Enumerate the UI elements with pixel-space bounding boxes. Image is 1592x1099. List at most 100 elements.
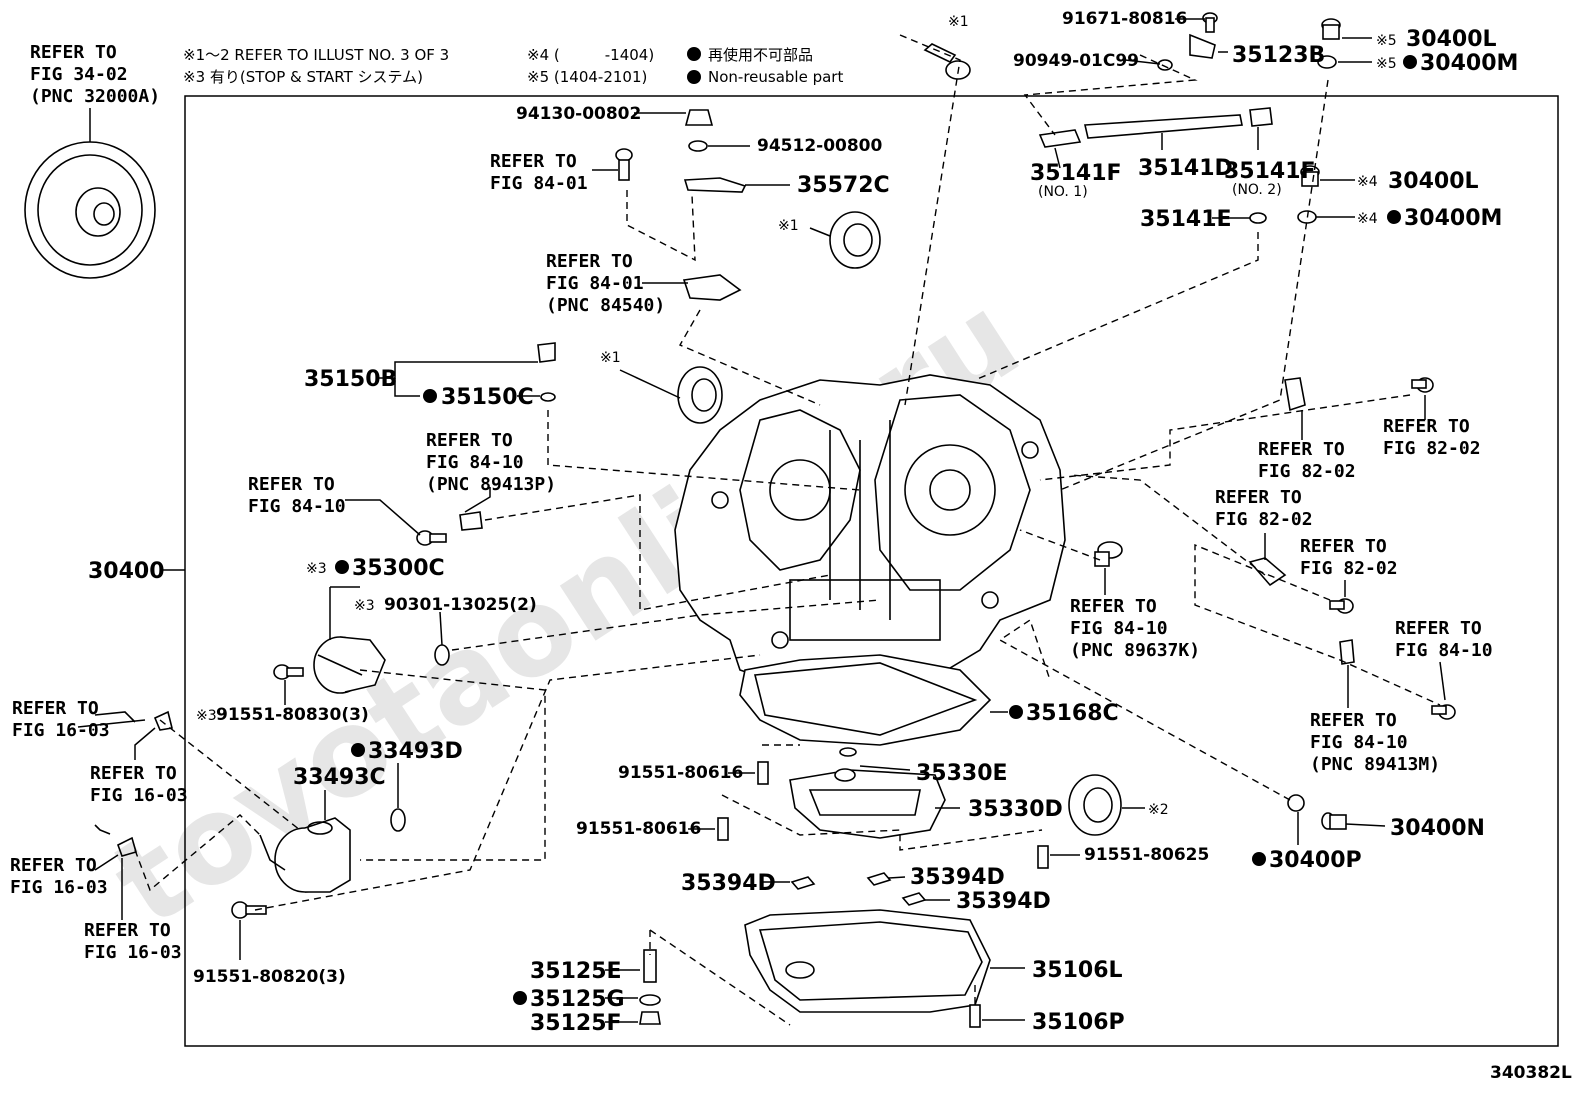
- part-label[interactable]: 35123B: [1232, 43, 1325, 68]
- legend-dot-icon: [687, 70, 701, 84]
- ref-fig-82-02[interactable]: REFER TO FIG 82-02: [1383, 416, 1481, 459]
- leader-lines: [77, 18, 1446, 1023]
- ref-fig-84-10-89413p[interactable]: REFER TO FIG 84-10 (PNC 89413P): [426, 430, 556, 495]
- part-label[interactable]: 35125E: [530, 959, 622, 984]
- refer-labels: REFER TO FIG 84-01 REFER TO FIG 84-01 (P…: [10, 151, 1493, 963]
- part-label[interactable]: 30400N: [1390, 816, 1485, 841]
- part-label[interactable]: 35300C: [352, 556, 445, 581]
- ref-torque-converter[interactable]: REFER TO FIG 34-02 (PNC 32000A): [30, 42, 160, 107]
- ref-fig-16-03[interactable]: REFER TO FIG 16-03: [10, 855, 108, 898]
- ref-line: FIG 34-02: [30, 64, 128, 85]
- part-label[interactable]: 35150B: [304, 367, 397, 392]
- svg-text:FIG 84-01: FIG 84-01: [546, 273, 644, 294]
- part-label[interactable]: 35106P: [1032, 1010, 1125, 1035]
- non-reusable-dot-icon: [351, 743, 365, 757]
- svg-text:REFER TO: REFER TO: [1310, 710, 1397, 731]
- oil-seal-icon: [829, 211, 881, 269]
- sensor-icon: [459, 511, 483, 531]
- part-label[interactable]: 90949-01C99: [1013, 51, 1139, 71]
- part-label[interactable]: 35168C: [1026, 701, 1119, 726]
- part-label[interactable]: 35141E: [1140, 207, 1232, 232]
- svg-text:REFER TO: REFER TO: [10, 855, 97, 876]
- svg-text:FIG 84-10: FIG 84-10: [426, 452, 524, 473]
- note-stop-start: ※3 有り(STOP & START システム): [183, 68, 423, 86]
- bolt-icon: [416, 530, 447, 546]
- mark: ※5: [1376, 56, 1397, 72]
- part-label[interactable]: 30400L: [1388, 169, 1479, 194]
- part-label[interactable]: 35125G: [530, 987, 625, 1012]
- svg-text:REFER TO: REFER TO: [546, 251, 633, 272]
- bearing-icon: [1068, 774, 1122, 836]
- part-label[interactable]: 35141F: [1030, 161, 1122, 186]
- bolt-icon: [1037, 845, 1049, 869]
- nut-icon: [684, 109, 714, 126]
- legend-jp: 再使用不可部品: [708, 46, 813, 64]
- part-label[interactable]: 35330D: [968, 797, 1063, 822]
- bolt-icon: [969, 1004, 981, 1028]
- part-label[interactable]: 35141D: [1138, 156, 1233, 181]
- ref-line: REFER TO: [30, 42, 117, 63]
- note-range-4: ※4 ( -1404): [527, 46, 654, 64]
- part-label[interactable]: 35106L: [1032, 958, 1123, 983]
- part-label[interactable]: 91551-80820(3): [193, 967, 346, 987]
- part-label[interactable]: 94130-00802: [516, 104, 641, 124]
- bracket-icon: [1189, 33, 1216, 59]
- svg-text:FIG 84-10: FIG 84-10: [1070, 618, 1168, 639]
- svg-text:FIG 82-02: FIG 82-02: [1215, 509, 1313, 530]
- part-label[interactable]: 90301-13025(2): [384, 595, 537, 615]
- part-label[interactable]: 30400L: [1406, 27, 1497, 52]
- bracket-icon: [1248, 557, 1287, 587]
- svg-text:REFER TO: REFER TO: [426, 430, 513, 451]
- part-label[interactable]: 91551-80830(3): [216, 705, 369, 725]
- ref-fig-84-10[interactable]: REFER TO FIG 84-10: [248, 474, 346, 517]
- oil-seal-icon: [677, 366, 723, 424]
- o-ring-icon: [434, 644, 450, 666]
- connector-icon: [1157, 59, 1173, 71]
- part-label[interactable]: 35394D: [910, 865, 1005, 890]
- svg-text:REFER TO: REFER TO: [248, 474, 335, 495]
- part-label[interactable]: 33493C: [293, 765, 386, 790]
- part-label[interactable]: 35150C: [441, 385, 534, 410]
- ref-fig-82-02[interactable]: REFER TO FIG 82-02: [1215, 487, 1313, 530]
- ref-fig-84-01[interactable]: REFER TO FIG 84-01: [490, 151, 588, 194]
- part-label[interactable]: 35125F: [530, 1011, 622, 1036]
- svg-text:FIG 16-03: FIG 16-03: [10, 877, 108, 898]
- svg-text:FIG 82-02: FIG 82-02: [1300, 558, 1398, 579]
- ref-fig-16-03[interactable]: REFER TO FIG 16-03: [90, 763, 188, 806]
- non-reusable-dot-icon: [1403, 55, 1417, 69]
- part-label[interactable]: 35330E: [916, 761, 1008, 786]
- ref-fig-82-02[interactable]: REFER TO FIG 82-02: [1258, 439, 1356, 482]
- part-label[interactable]: 94512-00800: [757, 136, 883, 156]
- part-label[interactable]: 30400: [88, 559, 165, 584]
- ref-fig-82-02[interactable]: REFER TO FIG 82-02: [1300, 536, 1398, 579]
- o-ring-icon: [390, 808, 406, 832]
- part-label[interactable]: 91551-80625: [1084, 845, 1209, 865]
- part-label[interactable]: 33493D: [368, 739, 463, 764]
- part-label[interactable]: 35394D: [681, 871, 776, 896]
- svg-text:(PNC 89637K): (PNC 89637K): [1070, 640, 1200, 661]
- part-label[interactable]: 35572C: [797, 173, 890, 198]
- ref-fig-16-03[interactable]: REFER TO FIG 16-03: [84, 920, 182, 963]
- part-label[interactable]: 91671-80816: [1062, 9, 1187, 29]
- part-sublabel: (NO. 2): [1232, 182, 1282, 198]
- ref-fig-16-03[interactable]: REFER TO FIG 16-03: [12, 698, 110, 741]
- magnet-icon: [866, 872, 892, 886]
- ref-fig-84-10-89637k[interactable]: REFER TO FIG 84-10 (PNC 89637K): [1070, 596, 1200, 661]
- mark: ※1: [948, 14, 969, 30]
- mark: ※4: [1357, 174, 1378, 190]
- part-label[interactable]: 30400P: [1269, 848, 1362, 873]
- svg-text:REFER TO: REFER TO: [84, 920, 171, 941]
- part-label[interactable]: 91551-80616: [618, 763, 743, 783]
- svg-text:REFER TO: REFER TO: [1383, 416, 1470, 437]
- ref-fig-84-01-pnc[interactable]: REFER TO FIG 84-01 (PNC 84540): [546, 251, 665, 316]
- part-label[interactable]: 30400M: [1420, 51, 1518, 76]
- part-label[interactable]: 91551-80616: [576, 819, 701, 839]
- part-label[interactable]: 35394D: [956, 889, 1051, 914]
- non-reusable-dot-icon: [1252, 852, 1266, 866]
- part-label[interactable]: 30400M: [1404, 206, 1502, 231]
- oil-strainer-icon: [789, 769, 946, 839]
- ref-fig-84-10[interactable]: REFER TO FIG 84-10: [1395, 618, 1493, 661]
- ref-fig-84-10-89413m[interactable]: REFER TO FIG 84-10 (PNC 89413M): [1310, 710, 1440, 775]
- part-label[interactable]: 35141F: [1224, 159, 1316, 184]
